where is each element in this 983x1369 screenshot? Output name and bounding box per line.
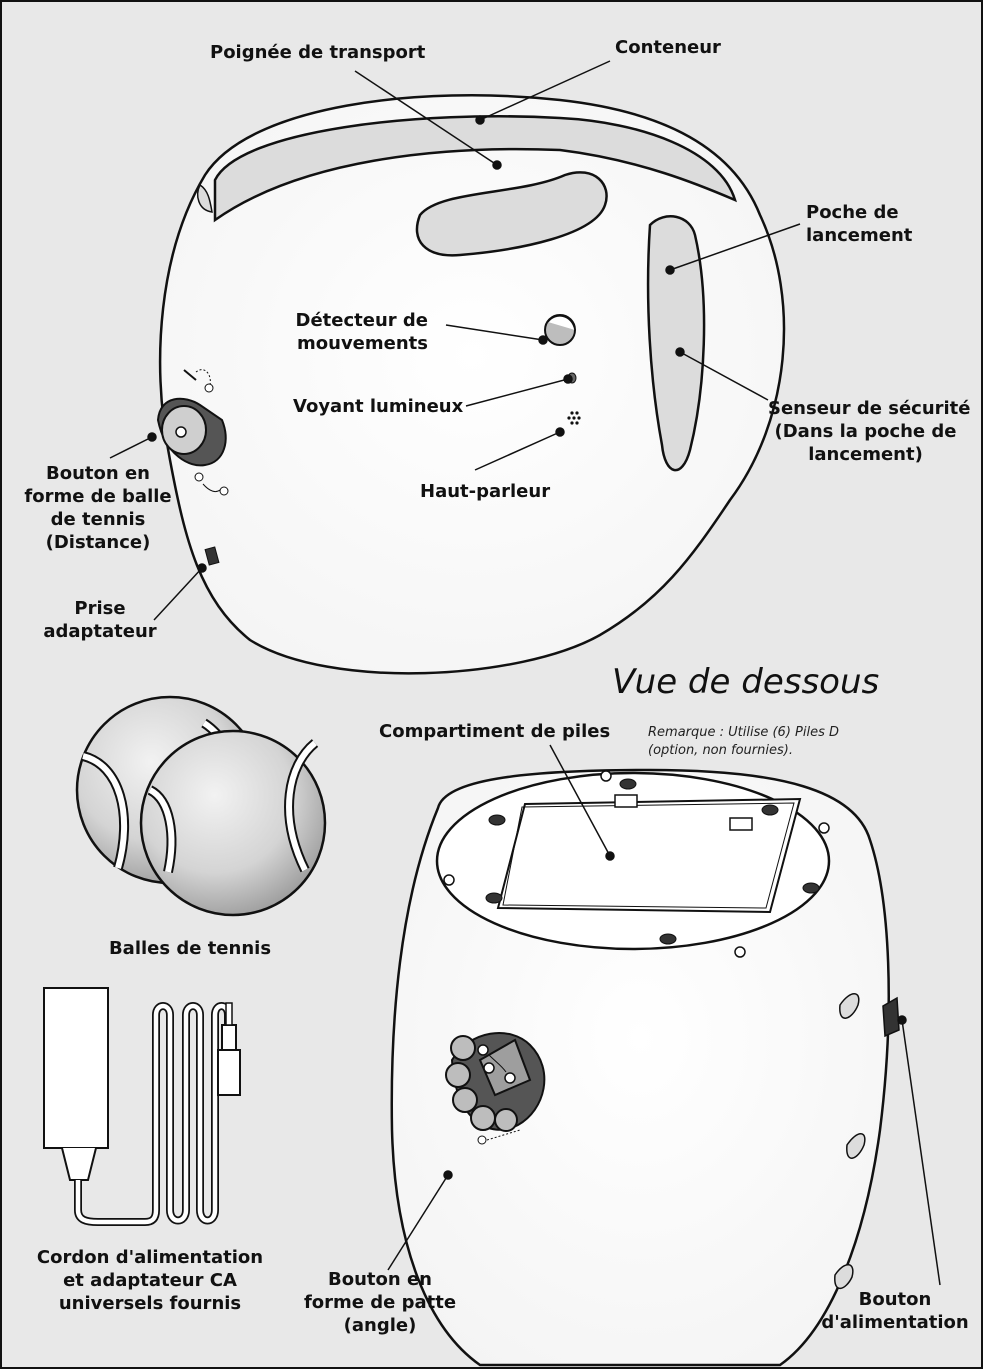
label-carry-handle: Poignée de transport xyxy=(210,42,426,63)
bottom-view-title: Vue de dessous xyxy=(612,662,880,702)
label-tennis-balls: Balles de tennis xyxy=(108,938,272,959)
leader-lines-bottom xyxy=(387,744,941,1286)
power-cord-illustration xyxy=(43,987,241,1226)
launcher-front-view xyxy=(156,94,786,675)
label-motion-detector: Détecteur de mouvements xyxy=(295,310,429,354)
label-container: Conteneur xyxy=(615,37,721,58)
label-indicator-light: Voyant lumineux xyxy=(293,396,464,417)
launcher-bottom-view xyxy=(390,768,900,1367)
label-adapter-jack: Prise adaptateur xyxy=(43,598,157,642)
label-power-cord: Cordon d'alimentation et adaptateur CA u… xyxy=(36,1247,264,1314)
leader-lines-top xyxy=(109,60,801,621)
battery-note: Remarque : Utilise (6) Piles D (option, … xyxy=(648,725,840,758)
label-distance-knob: Bouton en forme de balle de tennis (Dist… xyxy=(24,463,172,553)
label-speaker: Haut-parleur xyxy=(420,481,551,502)
label-safety-sensor: Senseur de sécurité (Dans la poche de la… xyxy=(768,398,971,465)
tennis-balls-illustration xyxy=(75,695,327,917)
label-battery-compartment: Compartiment de piles xyxy=(379,721,611,742)
label-power-button: Bouton d'alimentation xyxy=(821,1289,969,1333)
label-launch-pocket: Poche de lancement xyxy=(806,202,913,246)
label-angle-knob: Bouton en forme de patte (angle) xyxy=(303,1269,457,1336)
